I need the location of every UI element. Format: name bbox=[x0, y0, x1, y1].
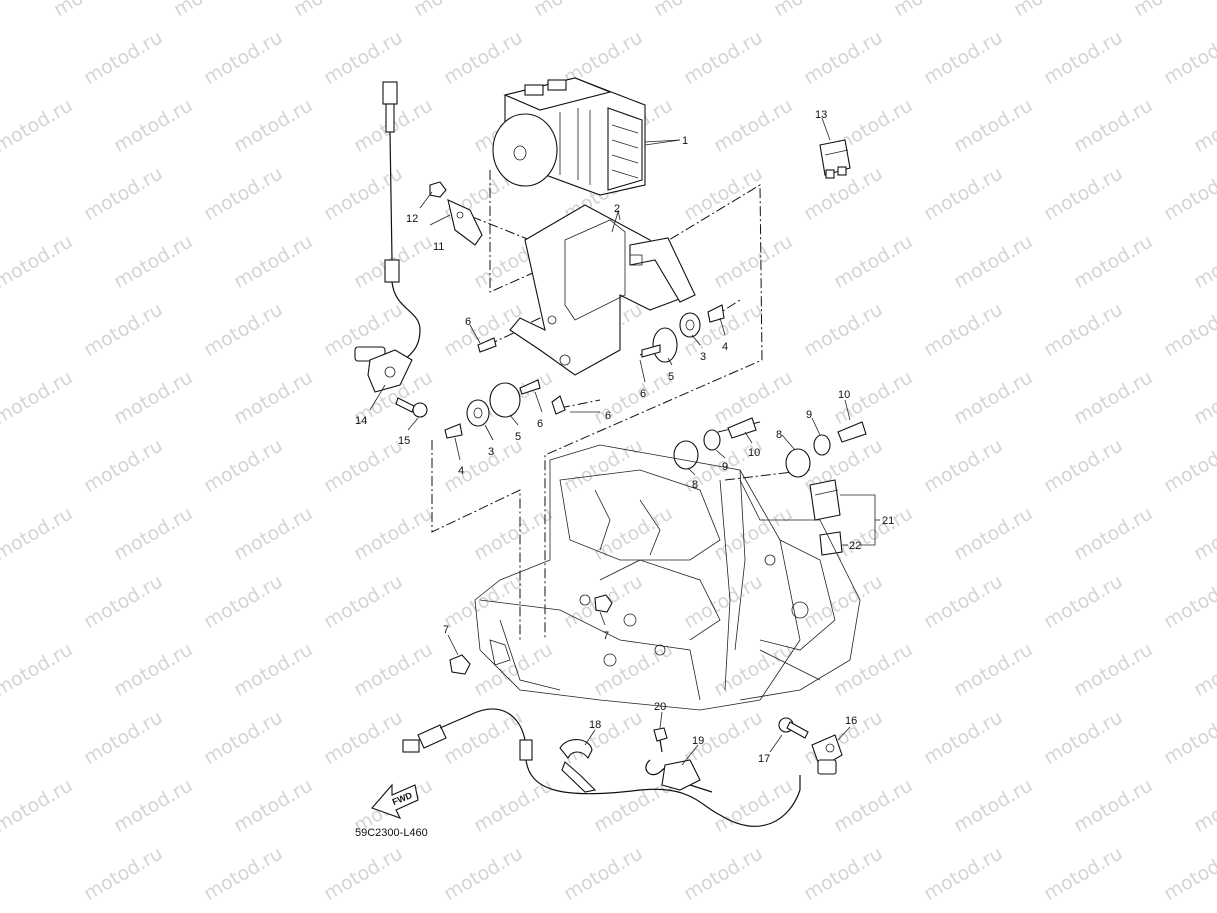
callout-8-left: 8 bbox=[692, 479, 698, 491]
callout-1: 1 bbox=[682, 135, 688, 147]
nut-12 bbox=[429, 181, 447, 198]
callout-10-right: 10 bbox=[838, 389, 850, 401]
bolt-17 bbox=[778, 717, 809, 739]
leader-lines bbox=[369, 117, 880, 766]
callout-6-a: 6 bbox=[465, 316, 471, 328]
relay-13 bbox=[819, 139, 851, 179]
callout-16: 16 bbox=[845, 715, 857, 727]
callout-9-right: 9 bbox=[806, 409, 812, 421]
damper-right bbox=[641, 304, 725, 363]
abs-bracket bbox=[509, 204, 696, 376]
callout-3-left: 3 bbox=[488, 446, 494, 458]
abs-hydraulic-unit bbox=[492, 77, 681, 196]
callout-19: 19 bbox=[692, 735, 704, 747]
callout-4-left: 4 bbox=[458, 465, 464, 477]
collars-8-9-10 bbox=[673, 417, 867, 478]
bolt-20 bbox=[653, 727, 668, 753]
front-wheel-sensor bbox=[354, 346, 413, 393]
callout-7-right: 7 bbox=[603, 630, 609, 642]
callout-4-right: 4 bbox=[722, 341, 728, 353]
rear-wheel-sensor bbox=[799, 734, 843, 790]
connector-22 bbox=[819, 531, 843, 556]
damper-left bbox=[444, 337, 566, 439]
callout-20: 20 bbox=[654, 701, 666, 713]
callout-6-b: 6 bbox=[640, 388, 646, 400]
callout-9-left: 9 bbox=[722, 461, 728, 473]
diagram-code: 59C2300-L460 bbox=[355, 827, 428, 839]
callout-18: 18 bbox=[589, 719, 601, 731]
callout-6-d: 6 bbox=[605, 410, 611, 422]
callout-5-left: 5 bbox=[515, 431, 521, 443]
fwd-arrow-icon: FWD bbox=[371, 783, 419, 819]
callout-8-right: 8 bbox=[776, 429, 782, 441]
callout-17: 17 bbox=[758, 753, 770, 765]
callout-15: 15 bbox=[398, 435, 410, 447]
callout-12: 12 bbox=[406, 213, 418, 225]
callout-6-c: 6 bbox=[537, 418, 543, 430]
rear-sensor-lead bbox=[402, 708, 801, 827]
callout-5-right: 5 bbox=[668, 371, 674, 383]
callout-13: 13 bbox=[815, 109, 827, 121]
connector-21 bbox=[809, 479, 841, 521]
callout-14: 14 bbox=[355, 415, 367, 427]
callout-22: 22 bbox=[849, 540, 861, 552]
callout-21: 21 bbox=[882, 515, 894, 527]
callout-11: 11 bbox=[433, 241, 444, 253]
callout-2: 2 bbox=[614, 203, 620, 215]
callout-10-left: 10 bbox=[748, 447, 760, 459]
cable-clamp-18 bbox=[559, 739, 597, 793]
callout-3-right: 3 bbox=[700, 351, 706, 363]
sensor-bolt bbox=[395, 397, 428, 418]
frame-nut-left bbox=[449, 654, 471, 675]
callout-numbers: 1 2 3 3 4 4 5 5 6 6 6 6 7 7 8 8 9 9 10 1… bbox=[355, 109, 894, 765]
vehicle-frame bbox=[474, 444, 861, 711]
bracket-clamp bbox=[447, 199, 483, 246]
sensor-lead-cable bbox=[382, 81, 421, 361]
callout-7-left: 7 bbox=[443, 624, 449, 636]
frame-nut-right bbox=[594, 594, 613, 613]
cable-guide-19 bbox=[645, 759, 713, 793]
